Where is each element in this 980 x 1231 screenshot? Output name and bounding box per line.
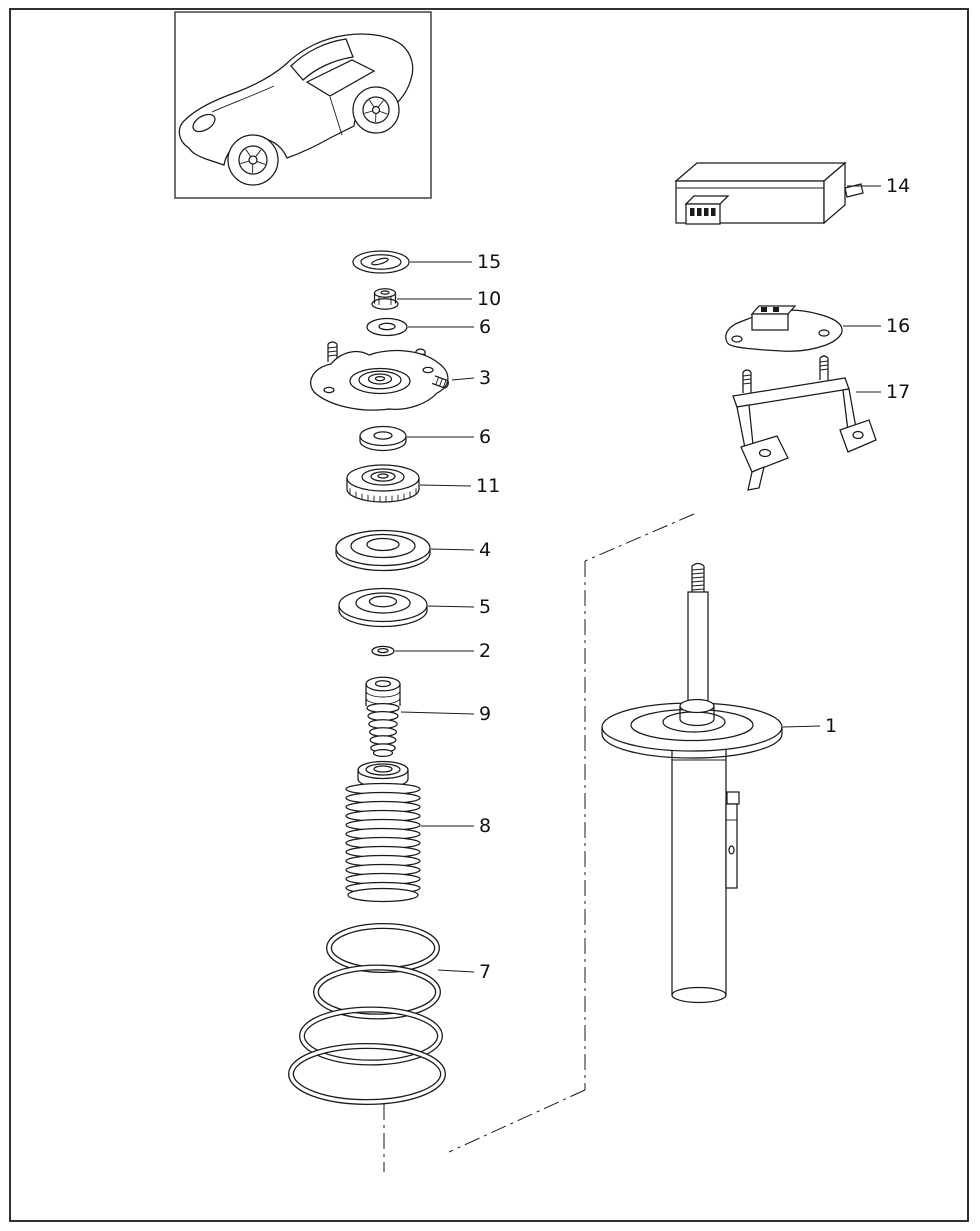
callout-14: 14 bbox=[886, 175, 910, 197]
part-sensor-bracket bbox=[725, 305, 843, 352]
callout-7: 7 bbox=[479, 961, 491, 983]
callout-6-lower: 6 bbox=[479, 426, 491, 448]
part-cap bbox=[352, 250, 410, 274]
car-thumbnail bbox=[174, 11, 432, 199]
callout-17: 17 bbox=[886, 381, 910, 403]
callout-16: 16 bbox=[886, 315, 910, 337]
callout-6-upper: 6 bbox=[479, 316, 491, 338]
part-bump-stop bbox=[365, 676, 401, 758]
part-spring-seat-lower bbox=[338, 587, 428, 628]
part-washer-upper bbox=[366, 317, 408, 337]
module-connector bbox=[684, 195, 730, 205]
part-shock-absorber bbox=[601, 562, 783, 1004]
part-control-module bbox=[674, 161, 864, 225]
assembly-axis-lines bbox=[383, 513, 695, 1172]
callout-8: 8 bbox=[479, 815, 491, 837]
callout-10: 10 bbox=[477, 288, 501, 310]
car-thumbnail-border bbox=[174, 11, 432, 199]
leader-lines bbox=[395, 185, 881, 973]
mount-stud-side bbox=[431, 375, 449, 389]
callout-2: 2 bbox=[479, 640, 491, 662]
strut-line-bracket bbox=[726, 791, 740, 805]
callout-5: 5 bbox=[479, 596, 491, 618]
callout-9: 9 bbox=[479, 703, 491, 725]
car-illustration bbox=[178, 33, 414, 186]
part-dust-boot bbox=[345, 760, 421, 903]
part-washer-lower bbox=[359, 425, 407, 452]
part-strut-mount bbox=[310, 341, 449, 411]
part-mounting-bracket bbox=[732, 355, 877, 491]
callout-4: 4 bbox=[479, 539, 491, 561]
callout-1: 1 bbox=[825, 715, 837, 737]
callout-3: 3 bbox=[479, 367, 491, 389]
part-spring-seat-upper bbox=[335, 529, 431, 572]
callout-11: 11 bbox=[476, 475, 500, 497]
part-coil-spring bbox=[288, 923, 446, 1105]
part-nut bbox=[371, 288, 399, 310]
callout-labels: 15 10 6 3 6 11 4 5 2 9 8 7 14 16 17 1 bbox=[476, 175, 910, 983]
part-washer-small bbox=[371, 645, 395, 657]
part-bearing bbox=[346, 464, 420, 503]
callout-15: 15 bbox=[477, 251, 501, 273]
diagram-border bbox=[9, 8, 969, 1222]
